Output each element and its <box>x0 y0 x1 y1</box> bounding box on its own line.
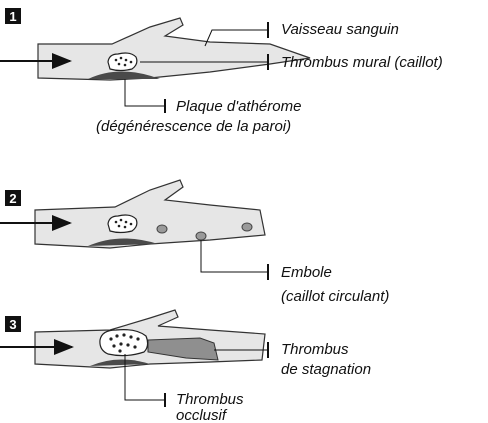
blood-vessel <box>35 310 265 368</box>
label-plaque-atherome: Plaque d'athérome <box>176 98 301 115</box>
label-vaisseau-sanguin: Vaisseau sanguin <box>281 21 399 38</box>
panel-3: 3 Thrombus de stagnation Thrombus occlus… <box>0 310 371 423</box>
blood-vessel <box>38 18 310 80</box>
label-thrombus-stagnation-2: de stagnation <box>281 361 371 378</box>
label-thrombus-occlusif-1: Thrombus <box>176 391 244 408</box>
embolus-particle <box>242 223 252 231</box>
mural-thrombus <box>108 215 137 233</box>
label-thrombus-stagnation-1: Thrombus <box>281 341 349 358</box>
panel-2: 2 Embole (caillot circulant) <box>0 180 389 305</box>
embolus-particle <box>157 225 167 233</box>
label-degenerescence: (dégénérescence de la paroi) <box>96 118 291 135</box>
panel-1-number: 1 <box>9 9 16 24</box>
label-caillot-circulant: (caillot circulant) <box>281 288 389 305</box>
panel-2-number: 2 <box>9 191 16 206</box>
label-thrombus-occlusif-2: occlusif <box>176 407 228 423</box>
panel-3-number: 3 <box>9 317 16 332</box>
blood-vessel <box>35 180 265 248</box>
label-embole: Embole <box>281 264 332 281</box>
label-thrombus-mural: Thrombus mural (caillot) <box>281 54 443 71</box>
mural-thrombus <box>108 53 137 71</box>
panel-1: 1 Vaisseau sanguin Thrombus mural (caill… <box>0 8 443 135</box>
embolus-particle <box>196 232 206 240</box>
